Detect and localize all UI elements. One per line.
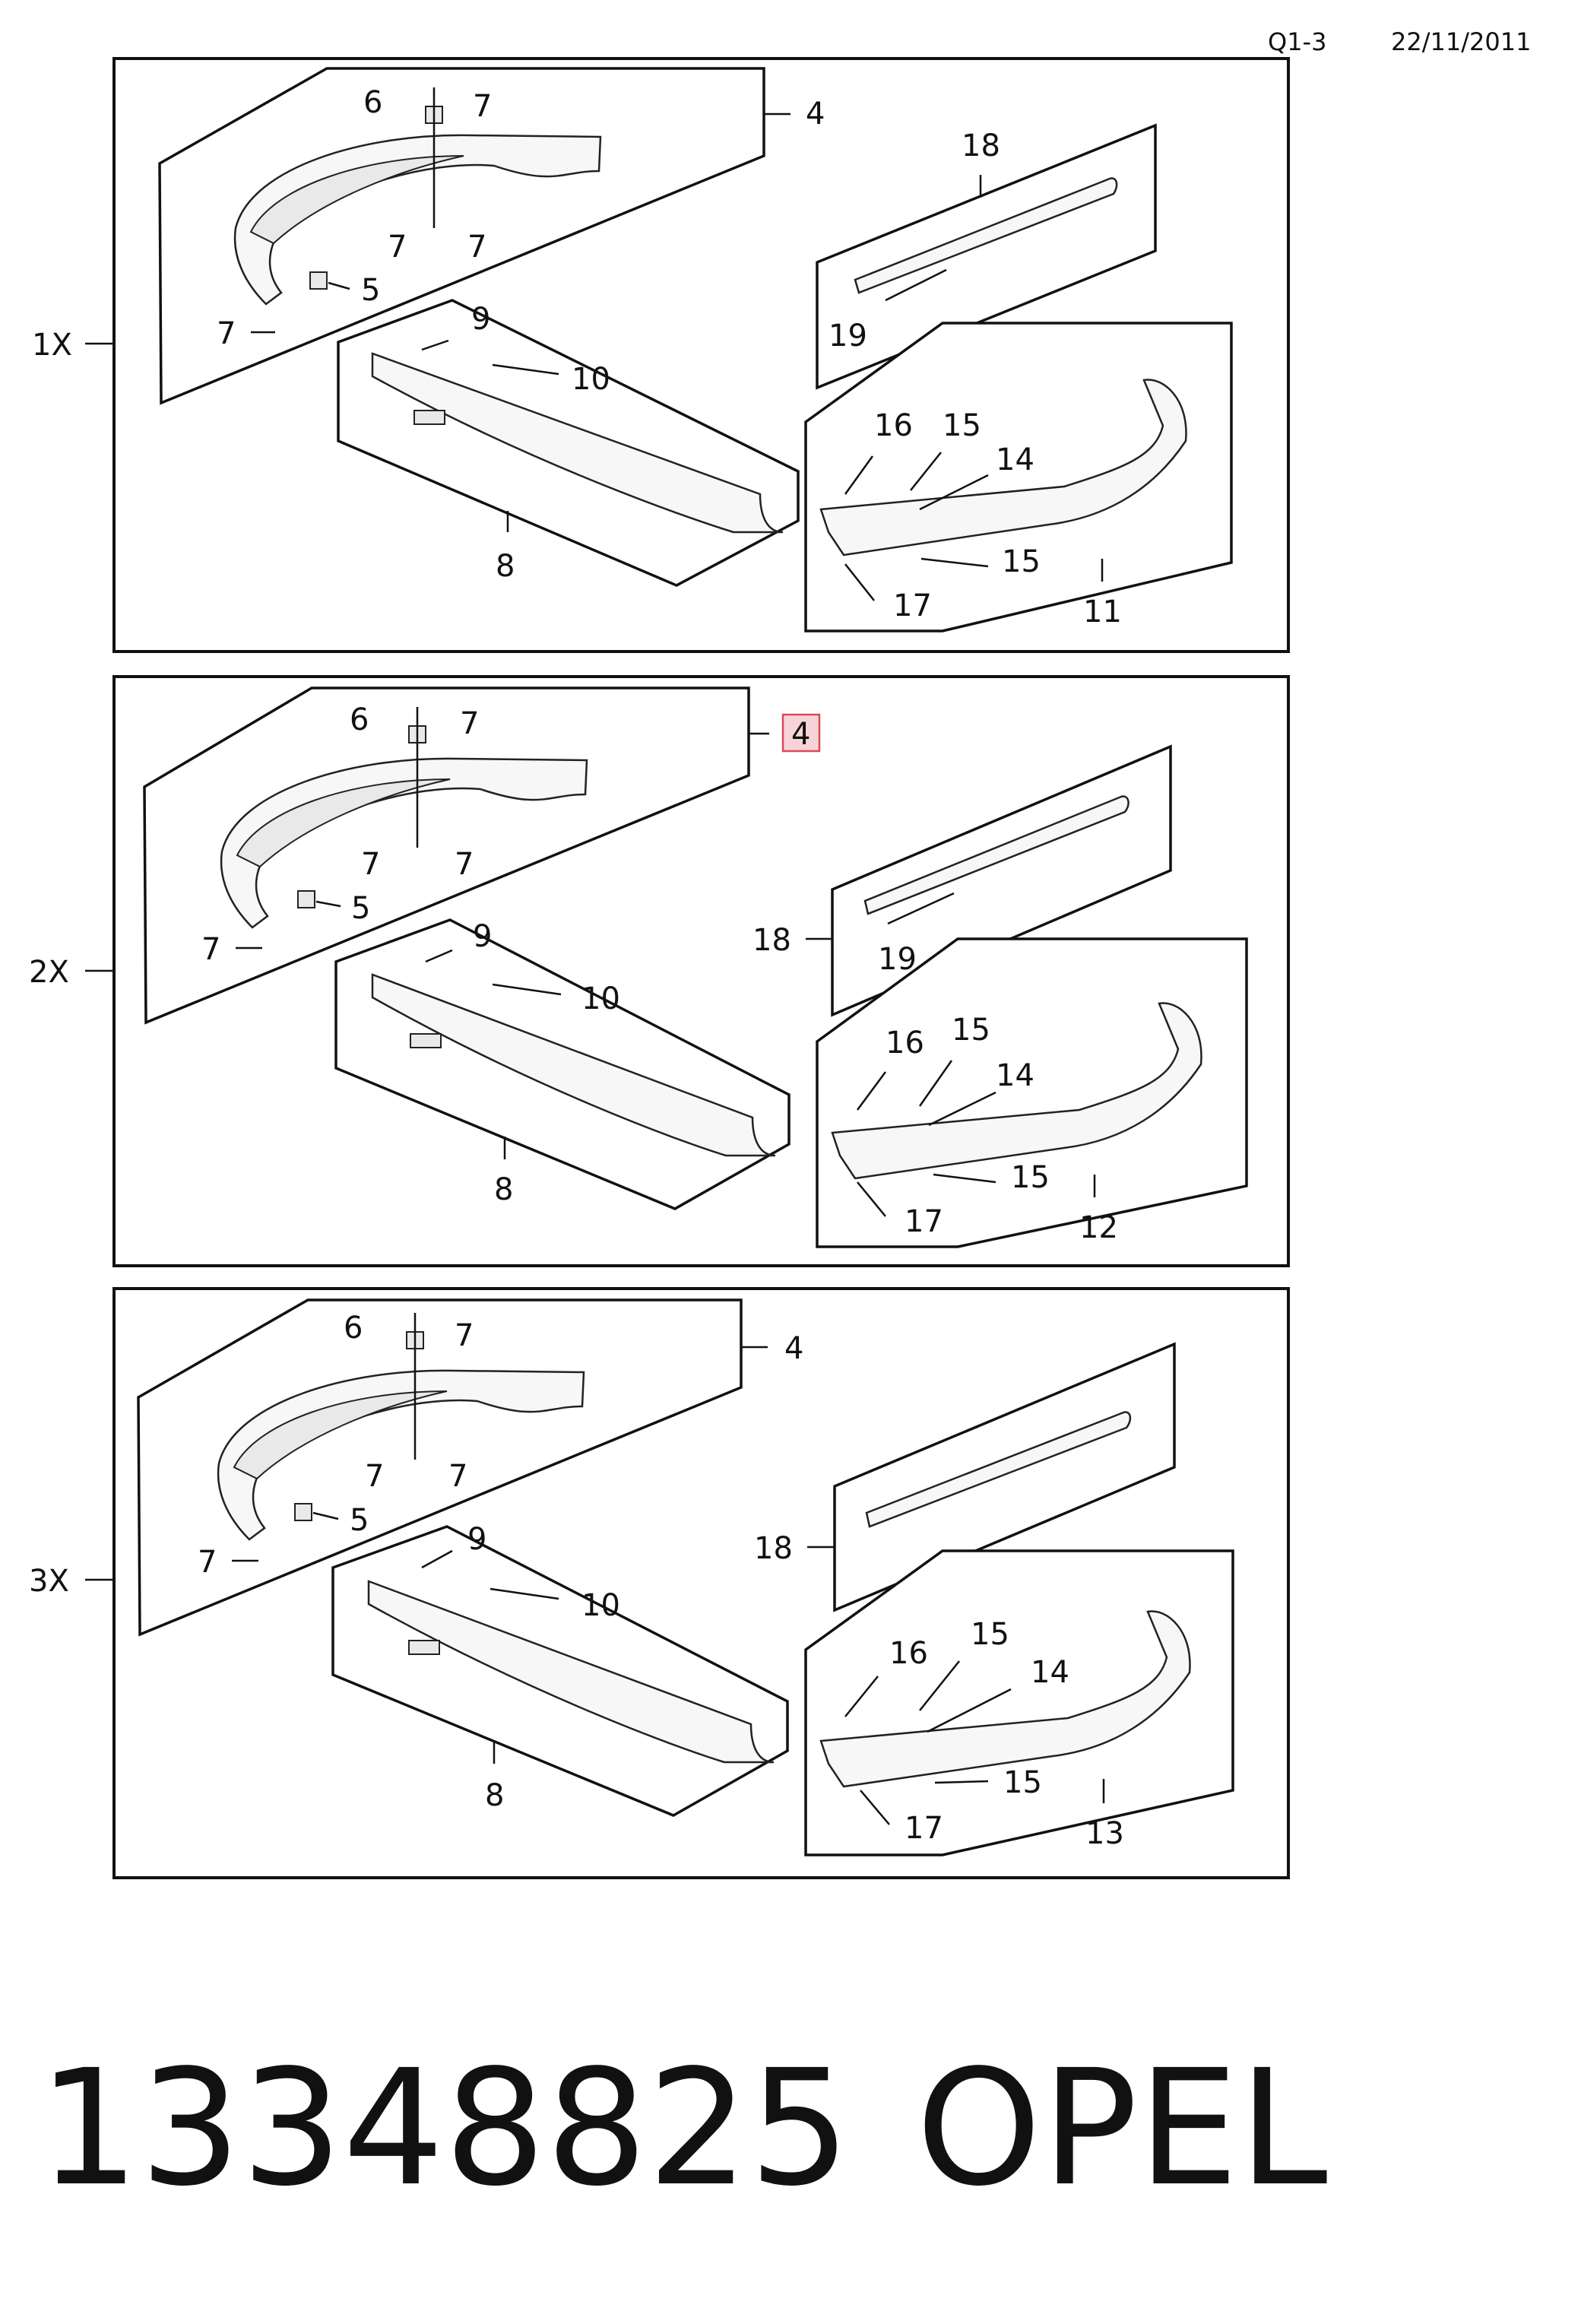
svg-text:6[interactable]: 6 [344, 1311, 363, 1346]
svg-text:7[interactable]: 7 [198, 1545, 217, 1580]
svg-text:18[interactable]: 18 [752, 923, 791, 958]
svg-text:7[interactable]: 7 [217, 316, 236, 351]
svg-text:8[interactable]: 8 [494, 1172, 513, 1207]
variant-label[interactable]: 2X [29, 955, 69, 990]
side-sill-group: 9 10 8 [331, 1522, 789, 1817]
svg-text:7[interactable]: 7 [455, 847, 474, 882]
svg-text:7[interactable]: 7 [460, 706, 479, 741]
svg-text:16[interactable]: 16 [886, 1026, 924, 1061]
svg-text:12[interactable]: 12 [1079, 1210, 1118, 1245]
diagram-date: 22/11/2011 [1391, 27, 1531, 56]
front-bumper-group: 4 6 7 7 7 5 7 [137, 1298, 803, 1637]
svg-text:19[interactable]: 19 [878, 942, 917, 977]
sill-clip-icon [410, 1033, 442, 1048]
svg-text:18[interactable]: 18 [754, 1531, 793, 1566]
svg-text:7[interactable]: 7 [467, 230, 486, 265]
side-sill[interactable] [371, 352, 784, 534]
rear-bumper[interactable] [819, 379, 1187, 556]
svg-text:10[interactable]: 10 [581, 981, 620, 1016]
svg-text:7[interactable]: 7 [201, 932, 220, 967]
side-sill[interactable] [367, 1580, 775, 1764]
svg-text:18[interactable]: 18 [962, 128, 1000, 163]
svg-text:10[interactable]: 10 [581, 1588, 620, 1623]
svg-text:15[interactable]: 15 [943, 408, 981, 443]
svg-text:13[interactable]: 13 [1085, 1816, 1124, 1851]
section-2x: 2X 4 6 7 7 7 5 7 9 10 [29, 675, 1290, 1267]
svg-text:15[interactable]: 15 [1011, 1160, 1050, 1195]
rear-bumper-group: 16 15 14 15 17 13 [804, 1549, 1234, 1856]
highlight-box [781, 713, 821, 753]
sill-clip-icon [408, 1640, 440, 1655]
svg-text:5[interactable]: 5 [351, 891, 370, 926]
svg-text:7[interactable]: 7 [388, 230, 407, 265]
rear-bumper[interactable] [831, 1002, 1202, 1180]
svg-text:5[interactable]: 5 [361, 273, 380, 308]
svg-text:15[interactable]: 15 [1003, 1765, 1042, 1800]
svg-text:9[interactable]: 9 [467, 1522, 486, 1557]
svg-text:7[interactable]: 7 [473, 89, 492, 124]
rear-spoiler[interactable] [854, 177, 1118, 294]
rear-spoiler-group: 18 [754, 1342, 1176, 1612]
svg-text:14[interactable]: 14 [996, 442, 1034, 477]
svg-text:8[interactable]: 8 [485, 1778, 504, 1813]
svg-text:16[interactable]: 16 [874, 408, 913, 443]
rear-spoiler-group: 18 19 [752, 744, 1172, 1017]
bracket-icon [297, 890, 315, 908]
svg-text:6[interactable]: 6 [350, 702, 369, 737]
rear-bumper[interactable] [819, 1610, 1191, 1788]
svg-text:7[interactable]: 7 [455, 1318, 474, 1353]
svg-text:9[interactable]: 9 [471, 302, 490, 337]
rear-spoiler-group: 18 19 [816, 123, 1157, 390]
svg-text:14[interactable]: 14 [1031, 1655, 1069, 1690]
variant-label[interactable]: 3X [29, 1564, 69, 1599]
svg-text:17[interactable]: 17 [905, 1811, 943, 1846]
svg-text:15[interactable]: 15 [1002, 544, 1041, 579]
svg-text:16[interactable]: 16 [889, 1636, 928, 1671]
callout-front-bumper[interactable]: 4 [784, 1331, 803, 1366]
section-frame [112, 1287, 1290, 1879]
svg-text:7[interactable]: 7 [448, 1459, 467, 1494]
section-1x: 1X 4 6 7 7 7 5 7 9 10 [32, 57, 1290, 653]
svg-text:11[interactable]: 11 [1083, 594, 1122, 629]
side-sill-group: 9 10 8 [334, 918, 790, 1210]
brand-name: OPEL [916, 2035, 1328, 2221]
rear-bumper-group: 16 15 14 15 17 11 [804, 322, 1233, 633]
svg-text:7[interactable]: 7 [365, 1459, 384, 1494]
svg-text:15[interactable]: 15 [971, 1617, 1009, 1652]
bracket-icon [294, 1503, 312, 1521]
svg-text:15[interactable]: 15 [952, 1013, 990, 1048]
section-frame [112, 57, 1290, 653]
side-sill-group: 9 10 8 [337, 299, 800, 587]
part-number: 13348825 [38, 2035, 851, 2221]
svg-text:7[interactable]: 7 [361, 847, 380, 882]
svg-text:17[interactable]: 17 [893, 588, 932, 623]
side-sill[interactable] [371, 973, 776, 1157]
svg-text:9[interactable]: 9 [473, 919, 492, 954]
front-bumper-group: 4 6 7 7 7 5 7 [143, 686, 821, 1025]
diagram-code: Q1-3 [1268, 27, 1326, 56]
rear-bumper-group: 16 15 14 15 17 12 [816, 937, 1248, 1248]
front-bumper-group: 4 6 7 7 7 5 7 [158, 67, 825, 405]
svg-text:10[interactable]: 10 [572, 362, 610, 397]
rear-spoiler[interactable] [863, 795, 1130, 915]
callout-front-bumper[interactable]: 4 [806, 97, 825, 132]
callout-front-bumper-highlighted[interactable]: 4 [791, 717, 810, 752]
svg-text:5[interactable]: 5 [350, 1503, 369, 1538]
sill-clip-icon [413, 410, 445, 425]
svg-text:6[interactable]: 6 [363, 85, 382, 120]
section-3x: 3X 4 6 7 7 7 5 7 9 10 [29, 1287, 1290, 1879]
svg-text:19[interactable]: 19 [829, 319, 867, 354]
svg-text:8[interactable]: 8 [496, 549, 515, 584]
variant-label[interactable]: 1X [32, 328, 72, 363]
svg-text:17[interactable]: 17 [905, 1204, 943, 1239]
bracket-icon [309, 271, 328, 290]
rear-spoiler[interactable] [865, 1411, 1132, 1528]
svg-text:14[interactable]: 14 [996, 1058, 1034, 1093]
